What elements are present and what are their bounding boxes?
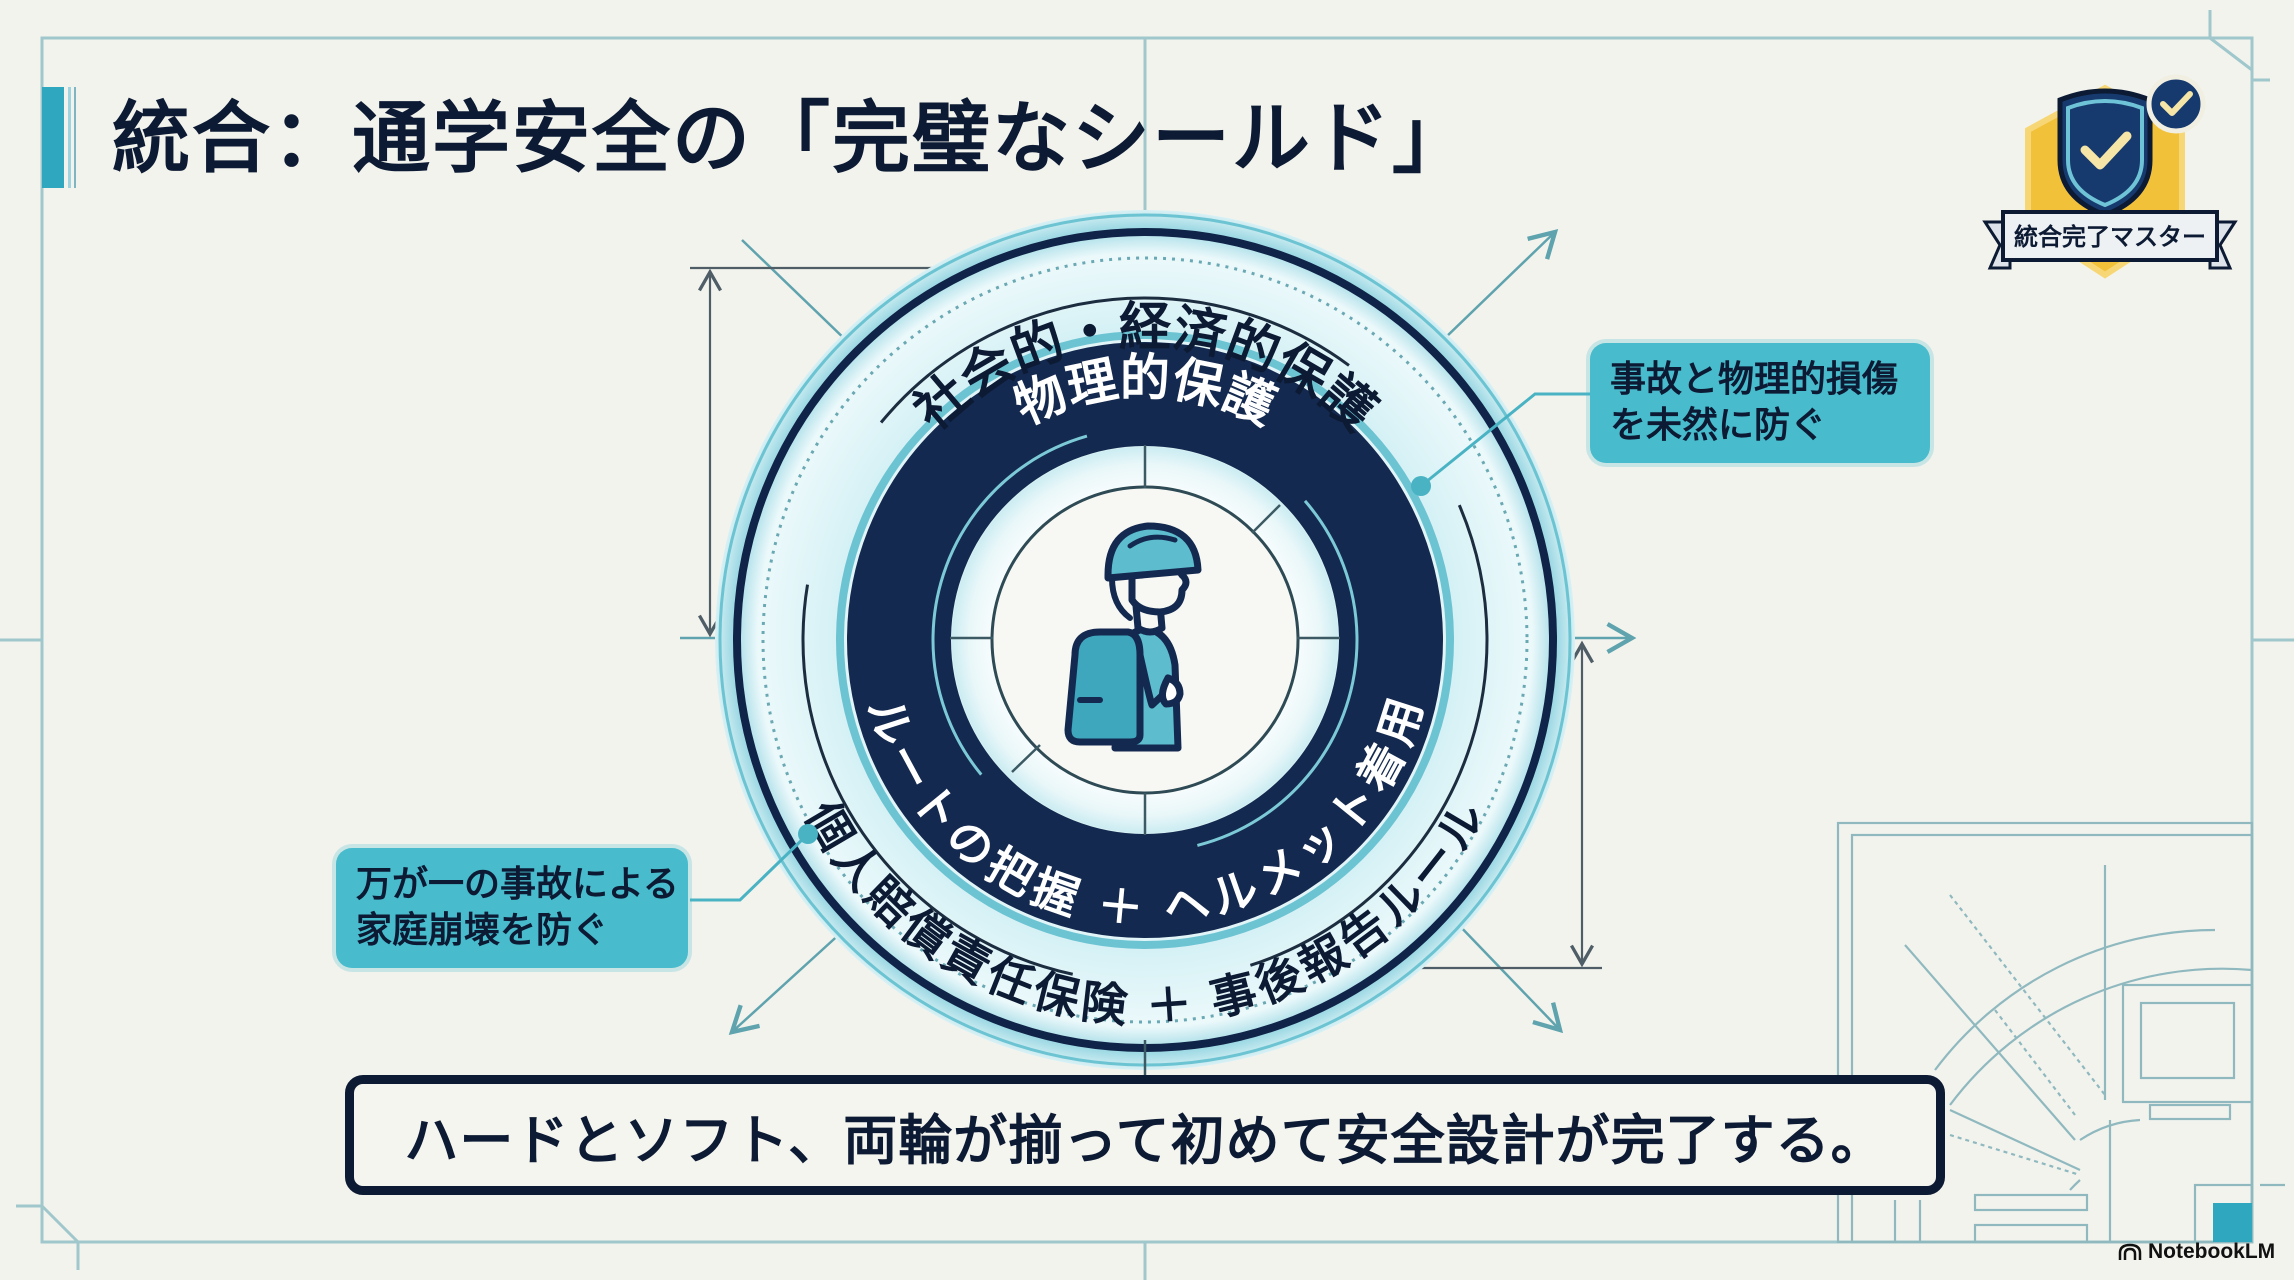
callout-line: を未然に防ぐ (1610, 405, 1827, 446)
callout-physical-protection: 事故と物理的損傷 を未然に防ぐ (1590, 343, 1930, 463)
callout-line: 万が一の事故による (356, 864, 679, 905)
brand-label: NotebookLM (2148, 1240, 2276, 1263)
callout-anchor-dot (798, 824, 818, 844)
accent-square (2213, 1203, 2252, 1242)
badge-shield-graphic (1982, 74, 2238, 279)
blueprint-decoration (1836, 821, 2285, 1244)
callout-social-protection: 万が一の事故による 家庭崩壊を防ぐ (336, 848, 688, 968)
callout-anchor-dot (1411, 476, 1431, 496)
notebooklm-brand: NotebookLM (2118, 1240, 2275, 1264)
page-title: 統合：通学安全の「完璧なシールド」 (112, 94, 1473, 184)
student-helmet-icon (1064, 522, 1202, 752)
notebooklm-logo-icon (2118, 1243, 2142, 1260)
summary-box: ハードとソフト、両輪が揃って初めて安全設計が完了する。 (345, 1075, 1945, 1195)
badge-label: 統合完了マスター (2014, 222, 2206, 251)
title-accent-bar (42, 87, 64, 188)
callout-line: 事故と物理的損傷 (1610, 359, 1899, 400)
title-accent-line (74, 87, 76, 188)
title-accent-line (68, 87, 71, 188)
callout-line: 家庭崩壊を防ぐ (356, 910, 609, 951)
summary-text: ハードとソフト、両輪が揃って初めて安全設計が完了する。 (404, 1108, 1886, 1172)
